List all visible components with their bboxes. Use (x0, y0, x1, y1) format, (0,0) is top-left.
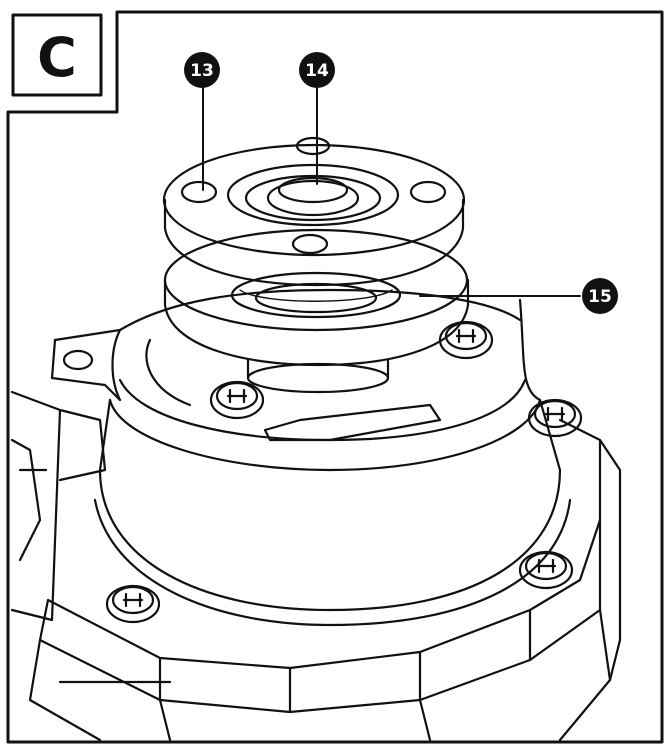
screw (527, 398, 583, 438)
panel-label: C (11, 13, 103, 97)
callout-14: 14 (299, 52, 335, 88)
spindle-housing (93, 298, 572, 627)
inner-flange (163, 228, 470, 367)
screw (105, 584, 161, 624)
screw (209, 380, 265, 420)
callout-13-label: 13 (190, 61, 214, 81)
callout-15-label: 15 (588, 287, 612, 307)
screw (518, 550, 574, 590)
panel-border (6, 10, 664, 744)
leader-lines (202, 87, 581, 297)
callout-15: 15 (582, 278, 618, 314)
gear-housing (10, 390, 622, 742)
screw (438, 320, 494, 360)
mounting-bracket (50, 288, 522, 442)
housing-screws (105, 320, 583, 624)
callout-14-label: 14 (305, 61, 329, 81)
panel-letter: C (37, 26, 77, 89)
spindle-tip (266, 176, 360, 217)
callout-13: 13 (184, 52, 220, 88)
outer-flange (162, 136, 466, 287)
